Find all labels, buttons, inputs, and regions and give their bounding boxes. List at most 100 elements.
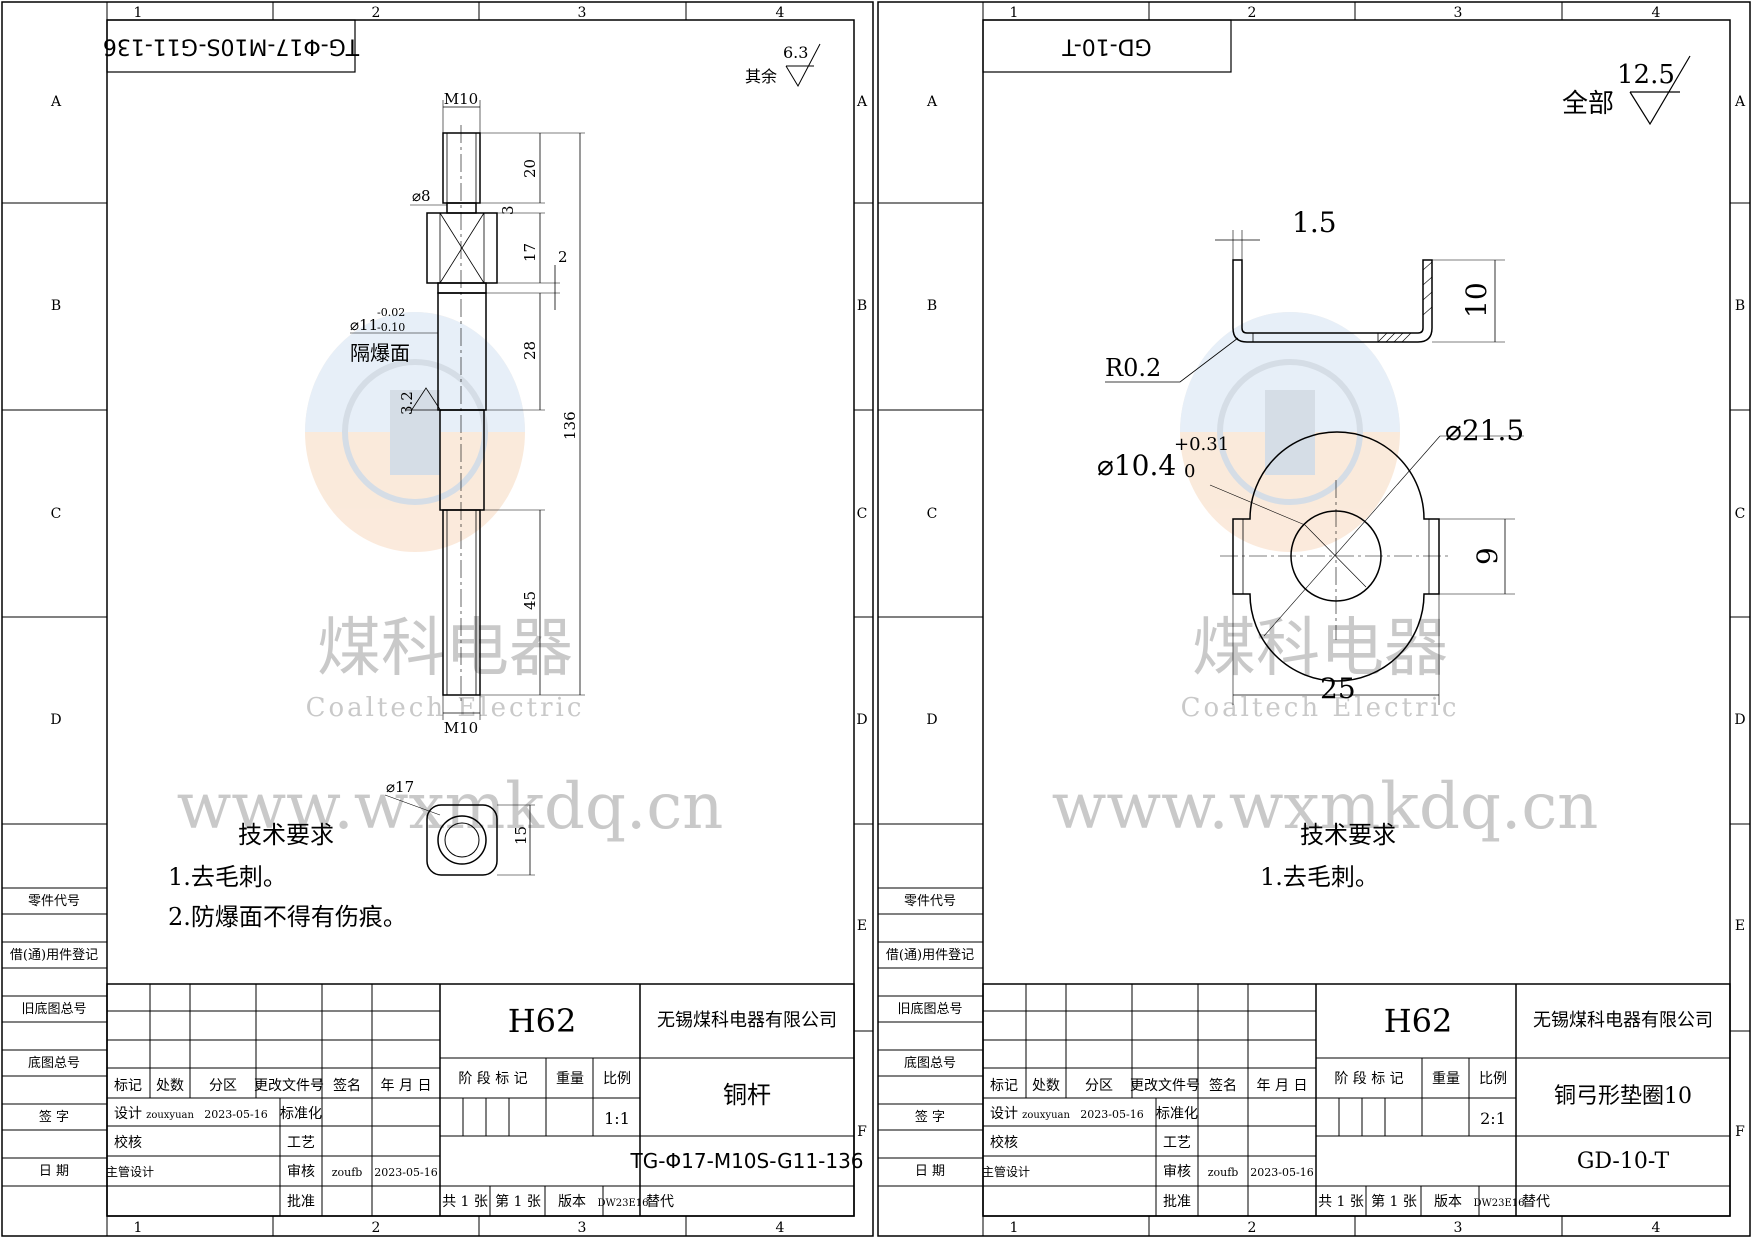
dim-45: 45	[521, 591, 539, 610]
side-label-old-drawing: 旧底图总号	[21, 1001, 86, 1017]
tb-reviewer: zoufb	[332, 1166, 363, 1179]
tb-header-zone: 分区	[209, 1078, 237, 1094]
row-label: B	[927, 298, 937, 314]
drawing-code-mirrored: GD-10-T	[1062, 34, 1152, 59]
dim-thread-bottom: M10	[444, 719, 478, 737]
tb-review-date: 2023-05-16	[374, 1166, 437, 1179]
tb-design-date: 2023-05-16	[1080, 1108, 1143, 1121]
side-label-date: 日 期	[39, 1164, 69, 1179]
side-label-base-drawing: 底图总号	[28, 1055, 80, 1071]
dim-thickness: 1.5	[1292, 206, 1337, 239]
row-label: C	[857, 506, 868, 522]
tb-review-date: 2023-05-16	[1250, 1166, 1313, 1179]
tb-material: H62	[1384, 1002, 1453, 1040]
col-label: 2	[1248, 1220, 1257, 1236]
dim-dia-inner: ⌀10.4	[1097, 449, 1176, 482]
tb-company: 无锡煤科电器有限公司	[1533, 1010, 1713, 1031]
tb-sheet-no: 第 1 张	[495, 1193, 541, 1210]
dim-2: 2	[558, 248, 568, 266]
tb-scale: 2:1	[1480, 1109, 1506, 1128]
tech-req-title: 技术要求	[1300, 821, 1396, 849]
watermark-url: www.wxmkdq.cn	[177, 770, 724, 844]
side-label-date: 日 期	[915, 1164, 945, 1179]
tb-standardization: 标准化	[1156, 1106, 1198, 1122]
side-label-sign: 签 字	[39, 1109, 69, 1125]
tb-chief: 主管设计	[106, 1164, 154, 1179]
dim-radius: R0.2	[1105, 354, 1161, 382]
row-label: F	[857, 1124, 867, 1140]
row-label: E	[857, 918, 867, 934]
washer-side-view	[1105, 230, 1505, 383]
col-label: 4	[1652, 1220, 1661, 1236]
tb-replace: 替代	[646, 1194, 674, 1210]
col-label: 1	[134, 5, 143, 21]
roughness-label: 其余	[745, 67, 777, 86]
drawing-code-mirrored: TG-Φ17-M10S-G11-136	[103, 34, 360, 59]
roughness-value: 12.5	[1617, 60, 1675, 90]
tb-header-change-doc: 更改文件号	[1130, 1078, 1200, 1094]
dim-height: 10	[1460, 282, 1493, 318]
tech-req-title: 技术要求	[238, 821, 334, 849]
tb-approve: 批准	[1163, 1194, 1191, 1210]
tb-header-zone: 分区	[1085, 1078, 1113, 1094]
side-label-part-code: 零件代号	[904, 894, 956, 909]
shaft-part-view	[350, 100, 585, 720]
row-label: D	[1734, 712, 1745, 728]
title-block	[982, 983, 1731, 1217]
tb-version-label: 版本	[1434, 1194, 1462, 1210]
tb-chief: 主管设计	[982, 1164, 1030, 1179]
dim-overall: 25	[1320, 672, 1356, 705]
tb-process: 工艺	[287, 1135, 315, 1151]
tb-drawing-no: GD-10-T	[1577, 1149, 1670, 1174]
watermark-logo	[305, 312, 525, 552]
row-label: C	[927, 506, 938, 522]
tb-design: 设计	[114, 1106, 142, 1122]
side-label-old-drawing: 旧底图总号	[897, 1001, 962, 1017]
dim-dia-outer: ⌀21.5	[1445, 414, 1524, 447]
tb-header-count: 处数	[156, 1078, 184, 1094]
shaft-end-view	[384, 794, 535, 876]
side-label-borrow: 借(通)用件登记	[10, 948, 98, 963]
dim-tolerance-upper: -0.02	[377, 306, 405, 319]
tb-process: 工艺	[1163, 1135, 1191, 1151]
tb-header-mark: 标记	[114, 1078, 142, 1094]
row-label: D	[926, 712, 937, 728]
tb-part-name: 铜弓形垫圈10	[1554, 1084, 1692, 1109]
tb-review: 审核	[1163, 1164, 1191, 1180]
tb-reviewer: zoufb	[1208, 1166, 1239, 1179]
tb-version: DW23E16	[1473, 1198, 1524, 1209]
watermark-url: www.wxmkdq.cn	[1052, 770, 1599, 844]
row-label: F	[1735, 1124, 1745, 1140]
tb-sheets: 共 1 张	[1318, 1194, 1364, 1210]
dim-dia11: ⌀11	[350, 316, 378, 334]
dim-tolerance-lower: 0	[1184, 461, 1195, 482]
dim-3: 3	[499, 205, 517, 215]
dim-thread-top: M10	[444, 90, 478, 108]
roughness-face-value: 3.2	[398, 391, 416, 415]
watermark-company-en: Coaltech Electric	[306, 693, 585, 723]
tb-material: H62	[508, 1002, 577, 1040]
col-label: 3	[578, 1220, 587, 1236]
tb-stage-mark: 阶 段 标 记	[458, 1071, 527, 1087]
roughness-value: 6.3	[783, 43, 808, 62]
tb-company: 无锡煤科电器有限公司	[657, 1010, 837, 1031]
col-label: 2	[372, 1220, 381, 1236]
row-label: A	[926, 94, 938, 110]
tb-version: DW23E16	[597, 1198, 648, 1209]
right-drawing-sheet: 1 2 3 4 1 2 3 4 A B C D A B C D E F GD-1…	[877, 1, 1751, 1237]
tech-req-item: 1.去毛刺。	[1260, 863, 1379, 891]
row-label: C	[51, 506, 62, 522]
tb-header-mark: 标记	[990, 1078, 1018, 1094]
watermark-company-cn: 煤科电器	[317, 612, 573, 686]
col-label: 4	[776, 1220, 785, 1236]
explosion-face-label: 隔爆面	[350, 341, 410, 365]
row-label: D	[50, 712, 61, 728]
tb-header-count: 处数	[1032, 1078, 1060, 1094]
row-label: A	[50, 94, 62, 110]
tb-weight: 重量	[556, 1071, 584, 1087]
tech-req-item: 2.防爆面不得有伤痕。	[168, 903, 407, 931]
dim-dia8: ⌀8	[412, 187, 431, 205]
tb-header-change-doc: 更改文件号	[254, 1078, 324, 1094]
dim-tolerance-lower: -0.10	[377, 321, 405, 334]
